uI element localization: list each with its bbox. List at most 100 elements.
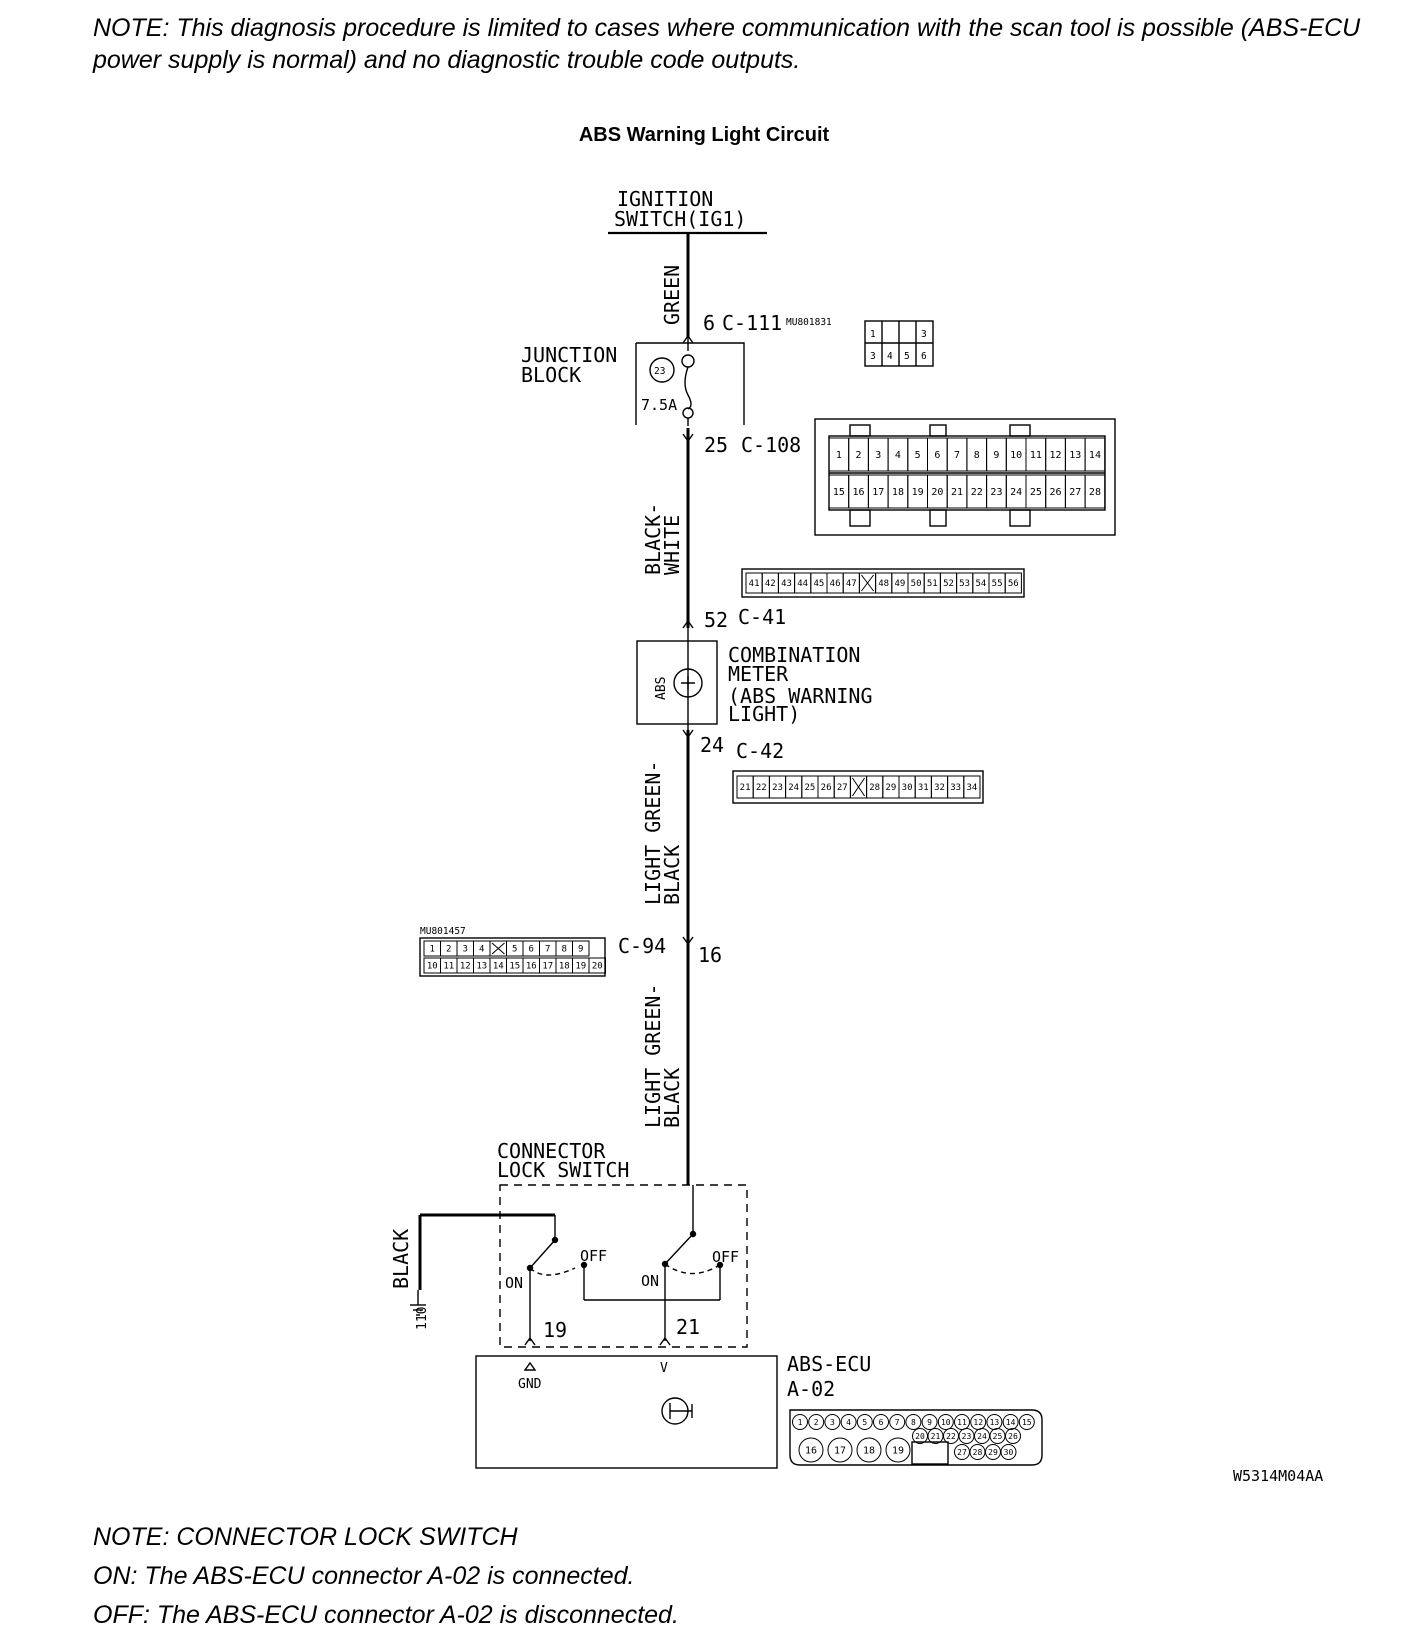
pin-label: 17 bbox=[872, 487, 884, 498]
pin-cell bbox=[873, 1414, 889, 1430]
switch-right-off: OFF bbox=[712, 1248, 739, 1266]
pin-cell bbox=[1084, 474, 1106, 509]
pin-label: 3 bbox=[875, 450, 881, 461]
wire-label-black-white-1: BLACK- bbox=[641, 503, 665, 575]
c111-pin-d: 4 bbox=[887, 351, 893, 362]
meter-label-1: COMBINATION bbox=[728, 643, 860, 667]
pin-label: 9 bbox=[927, 1418, 932, 1427]
wire-label-lgb-2: BLACK bbox=[660, 845, 684, 905]
wire-label-black-white-2: WHITE bbox=[660, 515, 684, 575]
pin-cell bbox=[1018, 1414, 1035, 1430]
pin-label: 27 bbox=[957, 1448, 967, 1457]
pin-cell bbox=[824, 1414, 841, 1430]
c94-name: C-94 bbox=[618, 934, 666, 958]
pin-label: 15 bbox=[833, 487, 845, 498]
pin-label: 15 bbox=[509, 962, 520, 972]
lock-switch-label-2: LOCK SWITCH bbox=[497, 1158, 629, 1182]
pin-cell bbox=[921, 1414, 938, 1430]
pin-label: 43 bbox=[781, 579, 792, 589]
pin-cell bbox=[905, 1414, 922, 1430]
pin-label: 10 bbox=[941, 1418, 951, 1427]
pin-label: 22 bbox=[971, 487, 983, 498]
diagram-title: ABS Warning Light Circuit bbox=[578, 124, 830, 146]
ignition-switch: IGNITION SWITCH(IG1) bbox=[608, 187, 767, 235]
pin-label: 9 bbox=[993, 450, 999, 461]
pin-label: 16 bbox=[805, 1446, 817, 1457]
pin-label: 50 bbox=[911, 579, 922, 589]
pin-label: 13 bbox=[476, 962, 487, 972]
meter-abs-label: ABS bbox=[654, 677, 669, 700]
pin-label: 56 bbox=[1008, 579, 1019, 589]
pin-label: 2 bbox=[814, 1418, 819, 1427]
pin-label: 12 bbox=[973, 1418, 983, 1427]
junction-label-1: JUNCTION bbox=[521, 343, 617, 367]
pin-label: 14 bbox=[1006, 1418, 1016, 1427]
pin-label: 52 bbox=[943, 579, 954, 589]
c41-pin: 52 bbox=[704, 608, 728, 632]
pin-label: 22 bbox=[946, 1432, 956, 1441]
pin-label: 34 bbox=[966, 783, 977, 793]
c108-pin: 25 bbox=[704, 433, 728, 457]
pin-label: 5 bbox=[915, 450, 921, 461]
pin-cell bbox=[1004, 572, 1022, 594]
pin-label: 19 bbox=[892, 1446, 904, 1457]
pin-label: 27 bbox=[837, 783, 848, 793]
c111-name: C-111 bbox=[722, 311, 782, 335]
c41-name: C-41 bbox=[738, 605, 786, 629]
pin-cell bbox=[792, 1414, 808, 1430]
pin-label: 15 bbox=[1022, 1418, 1032, 1427]
pin-label: 2 bbox=[856, 450, 862, 461]
ground-label: 110 bbox=[415, 1307, 430, 1330]
pin-label: 14 bbox=[493, 962, 504, 972]
pin-cell bbox=[889, 1414, 906, 1430]
pin-label: 41 bbox=[749, 579, 760, 589]
pin-label: 1 bbox=[836, 450, 842, 461]
pin-label: 17 bbox=[542, 962, 553, 972]
pin-label: 16 bbox=[853, 487, 865, 498]
wire-label-black: BLACK bbox=[389, 1229, 413, 1289]
switch-right-on: ON bbox=[641, 1272, 659, 1290]
ecu-pin-21: 21 bbox=[676, 1315, 700, 1339]
wire-labels: GREEN BLACK- WHITE LIGHT GREEN- BLACK LI… bbox=[389, 265, 684, 1289]
ecu-name: ABS-ECU bbox=[787, 1352, 871, 1376]
wire-label-lgb2-1: LIGHT GREEN- bbox=[641, 984, 665, 1129]
wire-label-lgb-1: LIGHT GREEN- bbox=[641, 761, 665, 906]
c111-pin-a: 1 bbox=[870, 329, 876, 340]
ecu-pin-19: 19 bbox=[543, 1318, 567, 1342]
pin-label: 6 bbox=[529, 945, 534, 955]
c111-pin-c: 3 bbox=[870, 351, 876, 362]
pin-label: 23 bbox=[772, 783, 783, 793]
pin-cell bbox=[1084, 437, 1106, 472]
pin-label: 16 bbox=[526, 962, 537, 972]
note-top: NOTE: This diagnosis procedure is limite… bbox=[93, 14, 1361, 74]
wire-label-lgb2-2: BLACK bbox=[660, 1068, 684, 1128]
pin-cell bbox=[808, 1414, 825, 1430]
note-off: OFF: The ABS-ECU connector A-02 is disco… bbox=[93, 1601, 679, 1629]
c111-pin: 6 bbox=[703, 311, 715, 335]
pin-label: 47 bbox=[846, 579, 857, 589]
pin-label: 6 bbox=[934, 450, 940, 461]
pin-label: 18 bbox=[559, 962, 570, 972]
pin-label: 9 bbox=[578, 945, 583, 955]
pin-label: 3 bbox=[830, 1418, 835, 1427]
pin-label: 8 bbox=[562, 945, 567, 955]
pin-label: 19 bbox=[575, 962, 586, 972]
pin-label: 10 bbox=[1010, 450, 1022, 461]
c94-pin: 16 bbox=[698, 943, 722, 967]
c94-part: MU801457 bbox=[420, 926, 466, 937]
pin-cell bbox=[827, 1437, 853, 1463]
pin-label: 30 bbox=[902, 783, 913, 793]
c111-pin-f: 6 bbox=[921, 351, 927, 362]
fuse-rating: 7.5A bbox=[641, 396, 677, 414]
pin-label: 45 bbox=[813, 579, 824, 589]
pin-label: 30 bbox=[1004, 1448, 1014, 1457]
connector-lock-switch: CONNECTOR LOCK SWITCH ON OFF ON OFF 110 bbox=[410, 1139, 748, 1348]
bottom-notes: NOTE: CONNECTOR LOCK SWITCH ON: The ABS-… bbox=[93, 1518, 679, 1635]
note-lock-switch: NOTE: CONNECTOR LOCK SWITCH bbox=[93, 1523, 518, 1551]
pin-cell bbox=[963, 775, 981, 799]
pin-label: 28 bbox=[869, 783, 880, 793]
pin-label: 12 bbox=[1050, 450, 1062, 461]
c108-name: C-108 bbox=[741, 433, 801, 457]
pin-label: 7 bbox=[895, 1418, 900, 1427]
